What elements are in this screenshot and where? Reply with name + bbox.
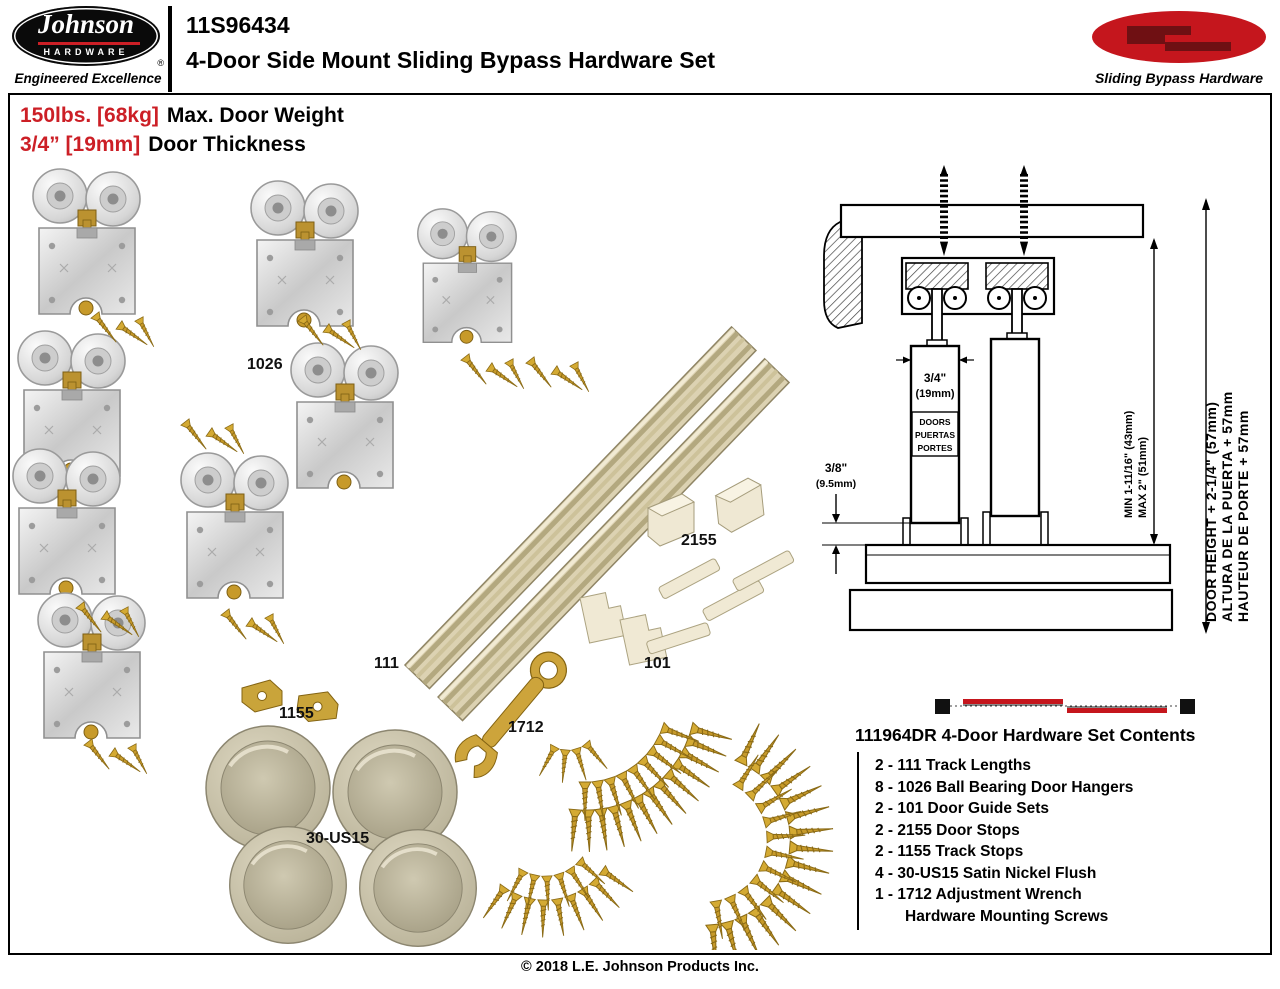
floor [848,543,1174,632]
part-label-track-stops: 1155 [279,705,314,722]
part-label-flush-pulls: 30-US15 [306,830,370,847]
header-divider [168,6,172,92]
mounting-screws-diagram [940,165,1028,256]
header: Johnson HARDWARE ® Engineered Excellence… [8,4,1272,92]
side-mount-bracket [823,221,863,329]
contents-item: 8 - 1026 Ball Bearing Door Hangers [875,778,1134,796]
track-cross-section [900,256,1056,347]
bypass-brand-caption: Sliding Bypass Hardware [1094,70,1264,86]
screw-fan [534,739,612,784]
bypass-logo-icon [1092,11,1266,63]
contents-item: Hardware Mounting Screws [905,907,1109,925]
bypass-brand-block: Sliding Bypass Hardware [1086,10,1272,86]
weight-label: Max. Door Weight [166,104,344,127]
doors-label-box: DOORS PUERTAS PORTES [911,411,959,457]
max-dimension-label: MAX 2" (51mm) [1137,437,1149,518]
door-guides-photo [579,549,796,666]
logo-tagline: Engineered Excellence [14,71,162,86]
door-thickness-mm: (19mm) [915,388,954,400]
johnson-logo: Johnson HARDWARE ® Engineered Excellence [12,6,164,86]
copyright: © 2018 L.E. Johnson Products Inc. [521,959,759,975]
part-label-hangers: 1026 [247,356,283,373]
johnson-logo-oval: Johnson HARDWARE ® [12,6,164,68]
thickness-value: 3/4” [19mm] [20,133,141,156]
max-door-weight: 150lbs. [68kg] Max. Door Weight [20,101,344,130]
part-label-door-guides: 101 [644,655,671,672]
contents-item: 2 - 101 Door Guide Sets [875,800,1049,817]
header-board [839,203,1145,239]
door-thickness: 3/4” [19mm] Door Thickness [20,130,344,159]
contents-item: 1 - 1712 Adjustment Wrench [875,886,1082,903]
johnson-logo-sub: HARDWARE [43,47,129,57]
clearance-value: 3/8" [825,461,847,475]
door-height-dimension: DOOR HEIGHT + 2-1/4" (57mm) ALTURA DE LA… [1202,198,1251,634]
screw-fan [564,721,735,853]
contents-block: 111964DR 4-Door Hardware Set Contents 2 … [855,695,1271,930]
contents-title: 111964DR 4-Door Hardware Set Contents [855,725,1196,745]
clearance-mm: (9.5mm) [816,478,856,490]
installation-diagram: 3/4" (19mm) DOORS PUERTAS PORTES [816,165,1251,634]
contents-item: 2 - 2155 Door Stops [875,821,1020,839]
product-number: 11S96434 [186,12,290,38]
part-label-wrench: 1712 [508,719,544,736]
contents-item: 4 - 30-US15 Satin Nickel Flush [875,864,1097,882]
doors-label-fr: PORTES [918,443,953,453]
hardware-collage [10,150,835,950]
content-box: 150lbs. [68kg] Max. Door Weight 3/4” [19m… [8,93,1272,955]
johnson-logo-brand: Johnson [37,9,135,39]
johnson-logo-underline [38,42,140,45]
weight-value: 150lbs. [68kg] [20,104,159,127]
min-dimension-label: MIN 1-11/16" (43mm) [1123,410,1135,518]
min-max-dimension: MIN 1-11/16" (43mm) MAX 2" (51mm) [1123,238,1158,545]
door-rear [989,337,1041,518]
doors-label-es: PUERTAS [915,430,955,440]
page-title: 4-Door Side Mount Sliding Bypass Hardwar… [186,47,716,73]
door-height-fr: HAUTEUR DE PORTE + 57mm [1235,410,1251,622]
title-block: 11S96434 4-Door Side Mount Sliding Bypas… [186,12,715,74]
spec-block: 150lbs. [68kg] Max. Door Weight 3/4” [19m… [20,101,344,159]
door-height-en: DOOR HEIGHT + 2-1/4" (57mm) [1203,402,1219,622]
part-label-door-stops: 2155 [681,532,717,549]
adjustment-wrench-photo [454,651,568,778]
thickness-label: Door Thickness [148,133,306,156]
door-thickness-dimension: 3/4" (19mm) [896,356,974,400]
doors-label-en: DOORS [919,417,951,427]
registered-mark: ® [157,58,164,68]
contents-item: 2 - 1155 Track Stops [875,843,1024,860]
part-label-track: 111 [374,655,399,672]
door-thickness-value: 3/4" [924,371,946,385]
track-joining-diagram [935,699,1195,714]
door-height-es: ALTURA DE LA PUERTA + 57mm [1219,391,1235,622]
contents-item: 2 - 111 Track Lengths [875,757,1031,774]
bypass-logo [1091,10,1267,64]
floor-clearance-dimension: 3/8" (9.5mm) [816,461,911,574]
contents-list: 2 - 111 Track Lengths 8 - 1026 Ball Bear… [857,752,1271,930]
